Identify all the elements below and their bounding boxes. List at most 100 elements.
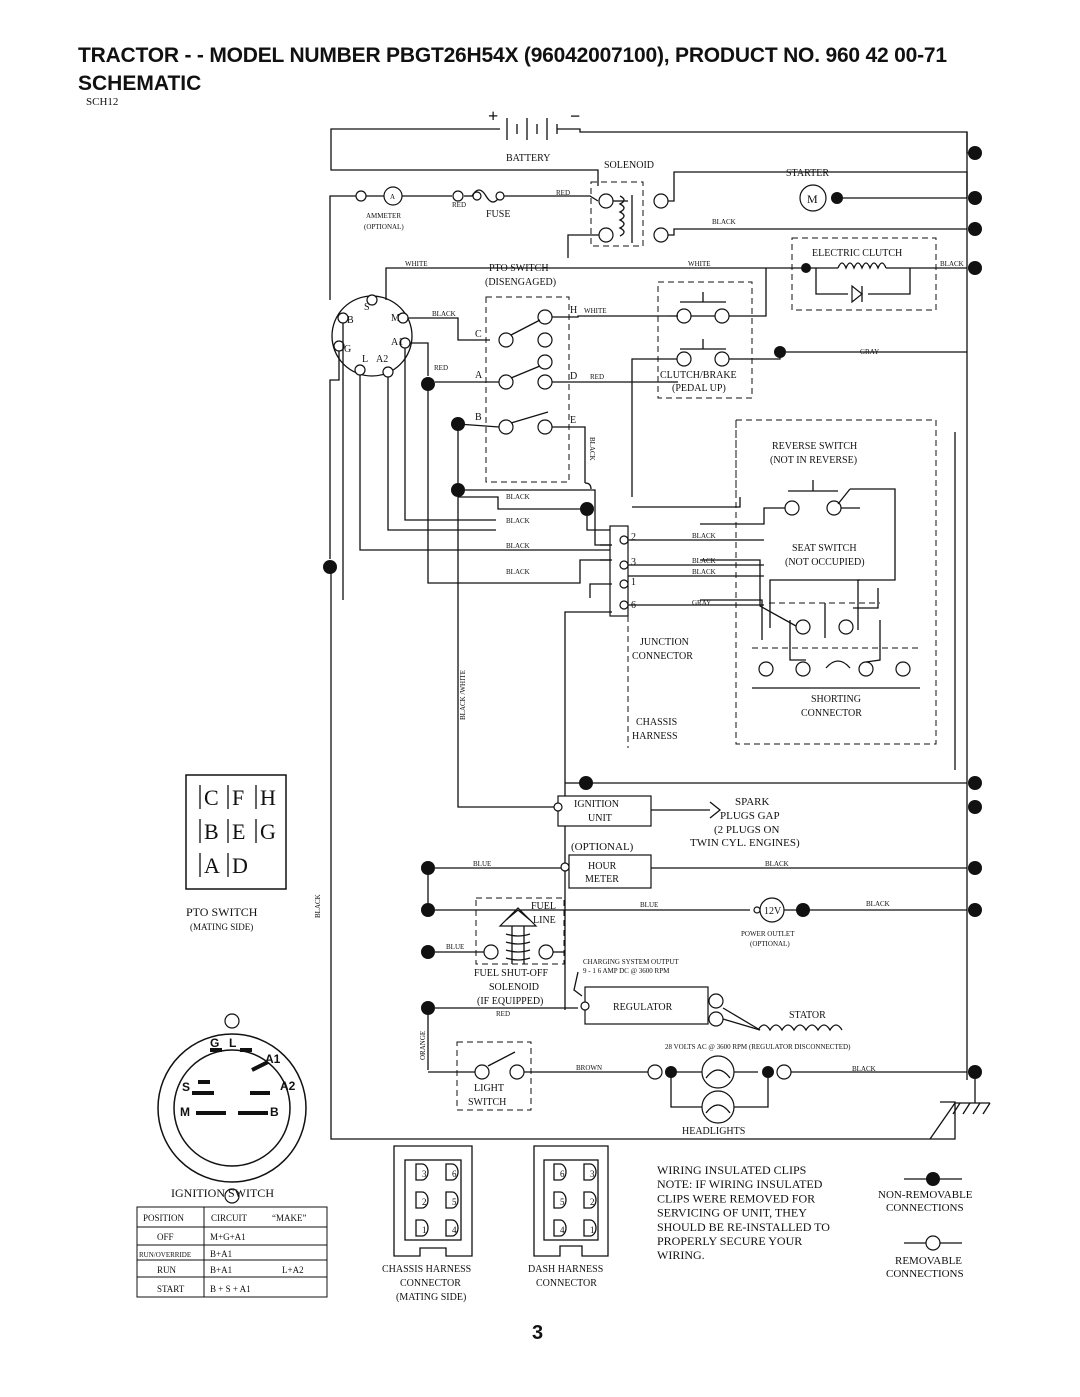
connector-pin-number: 1	[590, 1225, 595, 1235]
battery: + − BATTERY	[488, 106, 580, 164]
svg-text:(MATING SIDE): (MATING SIDE)	[190, 922, 253, 932]
svg-text:D: D	[570, 371, 577, 382]
svg-text:BLACK: BLACK	[765, 860, 789, 868]
connector-pin-number: 6	[452, 1169, 457, 1179]
svg-text:WHITE: WHITE	[405, 260, 428, 268]
svg-text:HARNESS: HARNESS	[632, 731, 678, 742]
svg-text:BLACK: BLACK	[506, 542, 530, 550]
connector-pin	[583, 1163, 597, 1181]
svg-text:CONNECTIONS: CONNECTIONS	[886, 1202, 964, 1214]
svg-text:C: C	[475, 329, 482, 340]
ignition-table-header: POSITION	[143, 1213, 185, 1223]
svg-text:M: M	[180, 1105, 190, 1119]
pto-grid-letter: B	[204, 819, 219, 844]
svg-text:REVERSE SWITCH: REVERSE SWITCH	[772, 441, 857, 452]
svg-text:CHARGING SYSTEM OUTPUT: CHARGING SYSTEM OUTPUT	[583, 958, 679, 966]
ignition-table-cell: OFF	[157, 1232, 174, 1242]
svg-text:B: B	[475, 412, 482, 423]
headlights: HEADLIGHTS	[682, 1055, 745, 1137]
svg-text:RED: RED	[590, 373, 604, 381]
svg-text:NON-REMOVABLE: NON-REMOVABLE	[878, 1189, 973, 1201]
battery-label: BATTERY	[506, 153, 550, 164]
svg-text:B: B	[270, 1105, 279, 1119]
svg-text:PTO SWITCH: PTO SWITCH	[186, 905, 258, 919]
svg-text:BROWN: BROWN	[576, 1064, 602, 1072]
svg-text:2: 2	[631, 532, 636, 543]
svg-text:(IF EQUIPPED): (IF EQUIPPED)	[477, 996, 543, 1007]
svg-text:TWIN CYL. ENGINES): TWIN CYL. ENGINES)	[690, 837, 800, 849]
starter-motor: STARTER M	[786, 168, 843, 212]
removable-legend: REMOVABLE CONNECTIONS	[886, 1235, 964, 1280]
ignition-switch-face: G L A1 A2 S M B	[157, 1013, 307, 1204]
svg-text:WHITE: WHITE	[584, 307, 607, 315]
junction-connector: 2 3 1 6 JUNCTION CONNECTOR CHASSIS HARNE…	[609, 525, 693, 748]
connector-pin-number: 4	[560, 1225, 565, 1235]
light-switch: LIGHT SWITCH	[456, 1041, 532, 1111]
svg-text:ELECTRIC CLUTCH: ELECTRIC CLUTCH	[812, 248, 902, 259]
battery-plus: +	[488, 106, 498, 126]
svg-text:RED: RED	[434, 364, 448, 372]
svg-text:POWER OUTLET: POWER OUTLET	[741, 930, 795, 938]
svg-text:(NOT IN REVERSE): (NOT IN REVERSE)	[770, 455, 857, 466]
ignition-table-cell: B+A1	[210, 1249, 232, 1259]
svg-text:BLACK: BLACK	[506, 517, 530, 525]
ignition-switch-title: IGNITION SWITCH	[171, 1186, 274, 1200]
pto-grid-letter: F	[232, 785, 244, 810]
svg-text:BLACK: BLACK	[692, 532, 716, 540]
svg-text:CONNECTOR: CONNECTOR	[801, 708, 862, 719]
fuse: FUSE	[471, 189, 510, 220]
svg-text:12V: 12V	[764, 906, 782, 917]
fuel-shutoff-solenoid: FUEL LINE FUEL SHUT-OFF SOLENOID (IF EQU…	[474, 897, 565, 1007]
power-outlet: 12V POWER OUTLET (OPTIONAL)	[741, 897, 795, 948]
svg-text:M: M	[391, 313, 400, 324]
connector-pin-number: 5	[560, 1197, 565, 1207]
connector-pin	[553, 1219, 567, 1237]
schematic-code: SCH12	[86, 96, 119, 108]
ignition-table-cell: M+G+A1	[210, 1232, 246, 1242]
pto-grid-letter: G	[260, 819, 276, 844]
svg-text:(PEDAL UP): (PEDAL UP)	[672, 383, 726, 394]
svg-text:SPARK: SPARK	[735, 796, 770, 808]
svg-text:1: 1	[631, 577, 636, 588]
svg-text:SEAT SWITCH: SEAT SWITCH	[792, 543, 857, 554]
svg-text:BLACK: BLACK	[866, 900, 890, 908]
connector-pin	[553, 1163, 567, 1181]
svg-text:BLUE: BLUE	[473, 860, 491, 868]
solenoid: SOLENOID	[590, 160, 669, 247]
svg-text:RED: RED	[556, 189, 570, 197]
ammeter: A AMMETER (OPTIONAL)	[364, 186, 404, 231]
regulator: REGULATOR	[580, 986, 724, 1027]
svg-text:HEADLIGHTS: HEADLIGHTS	[682, 1126, 745, 1137]
connector-pin	[583, 1191, 597, 1209]
connector-pin-number: 2	[422, 1197, 427, 1207]
svg-text:SHORTING: SHORTING	[811, 694, 861, 705]
svg-text:CONNECTOR: CONNECTOR	[632, 651, 693, 662]
svg-text:G: G	[210, 1036, 219, 1050]
reverse-switch: REVERSE SWITCH (NOT IN REVERSE)	[770, 441, 857, 516]
connector-pin	[553, 1191, 567, 1209]
svg-text:9 - 1 6 AMP DC @ 3600 RPM: 9 - 1 6 AMP DC @ 3600 RPM	[583, 967, 670, 975]
hour-meter: HOUR METER	[560, 854, 652, 889]
svg-text:PTO SWITCH: PTO SWITCH	[489, 263, 549, 274]
svg-text:H: H	[570, 305, 577, 316]
ignition-table-header: “MAKE”	[272, 1213, 307, 1223]
clips-note-line: SHOULD BE RE-INSTALLED TO	[657, 1220, 830, 1234]
ignition-table-cell: RUN	[157, 1265, 177, 1275]
svg-text:REGULATOR: REGULATOR	[613, 1002, 673, 1013]
svg-text:(OPTIONAL): (OPTIONAL)	[571, 841, 634, 853]
connector-pin-number: 2	[590, 1197, 595, 1207]
svg-text:BLACK: BLACK	[588, 437, 596, 461]
pto-grid-letter: H	[260, 785, 276, 810]
svg-text:(DISENGAGED): (DISENGAGED)	[485, 277, 556, 288]
clips-note-line: SERVICING OF UNIT, THEY	[657, 1206, 807, 1220]
svg-text:FUSE: FUSE	[486, 209, 510, 220]
non-removable-legend: NON-REMOVABLE CONNECTIONS	[878, 1172, 973, 1214]
pto-grid-letter: C	[204, 785, 219, 810]
pto-grid-letter: E	[232, 819, 245, 844]
svg-text:BLACK /WHITE: BLACK /WHITE	[459, 670, 467, 720]
svg-text:L: L	[229, 1036, 236, 1050]
connector-pin-number: 5	[452, 1197, 457, 1207]
